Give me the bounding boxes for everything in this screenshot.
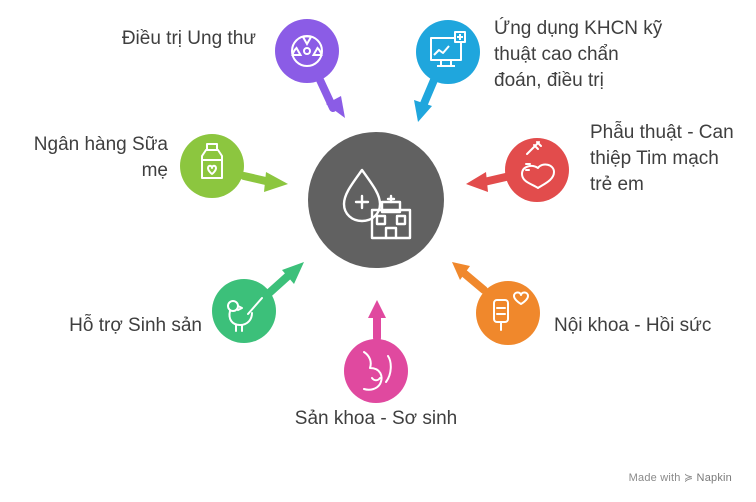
node-oncology [275, 19, 339, 83]
center-hub [308, 132, 444, 268]
node-reproduction [212, 279, 276, 343]
label-tech: Ứng dụng KHCN kỹ thuật cao chẩn đoán, đi… [494, 18, 663, 91]
arrow-internal [452, 262, 488, 294]
arrow-surgery [466, 172, 514, 192]
napkin-logo-icon: ≽ [683, 472, 694, 484]
radiation-icon [291, 35, 323, 67]
label-surgery: Phẫu thuật - Can thiệp Tim mạch trẻ em [590, 122, 734, 195]
label-milkbank: Ngân hàng Sữa mẹ [33, 134, 168, 181]
node-obstetrics [344, 339, 408, 403]
pregnant-icon [363, 351, 392, 391]
label-internal: Nội khoa - Hồi sức [554, 315, 712, 336]
arrow-milkbank [240, 172, 288, 192]
iv-heart-icon [493, 291, 529, 331]
label-oncology: Điều trị Ung thư [121, 28, 256, 49]
arrow-obstetrics [368, 300, 386, 342]
milk-bottle-icon [201, 143, 223, 179]
bird-reproduction-icon [227, 297, 263, 332]
monitor-medical-icon [430, 31, 466, 67]
node-surgery [505, 138, 569, 202]
heart-syringe-icon [521, 141, 555, 189]
node-tech [416, 20, 480, 84]
arrow-oncology [316, 76, 345, 118]
hospital-icon [342, 168, 412, 240]
made-with-text: Made with [628, 472, 681, 484]
arrow-tech [414, 76, 438, 122]
label-obstetrics: Sản khoa - Sơ sinh [294, 408, 458, 429]
footer-attribution: Made with ≽ Napkin [629, 471, 732, 484]
brand-name: Napkin [696, 472, 732, 484]
arrow-reproduction [264, 262, 304, 298]
label-reproduction: Hỗ trợ Sinh sản [69, 315, 202, 336]
